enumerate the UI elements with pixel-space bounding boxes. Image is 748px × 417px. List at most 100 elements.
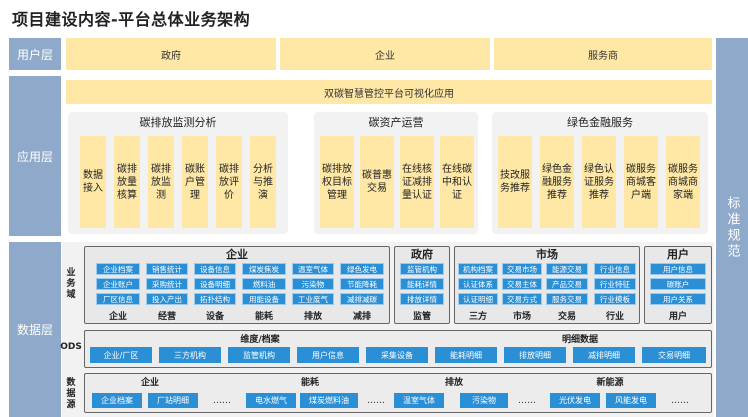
ods-item: 采集设备 xyxy=(366,347,428,363)
domain-tag: 绿色发电 xyxy=(340,263,384,275)
source-more: …… xyxy=(213,395,231,406)
user-government: 政府 xyxy=(66,38,276,70)
domain-tag: 交易市场 xyxy=(502,263,542,275)
domain-label: 业务域 xyxy=(66,267,76,300)
ods-item: 能耗明细 xyxy=(435,347,497,363)
domain-tag: 行业特征 xyxy=(594,278,636,290)
domain-tag: 认证明细 xyxy=(458,293,498,305)
ods-item: 监管机构 xyxy=(228,347,290,363)
domain-tag: 交易方式 xyxy=(502,293,542,305)
standards-label: 标准规范 xyxy=(716,38,748,417)
domain-tag: 用能设备 xyxy=(242,293,286,305)
domain-tag: 用户信息 xyxy=(650,263,706,275)
source-header: 排放 xyxy=(444,378,463,388)
source-item: 光伏发电 xyxy=(550,393,600,408)
data-layer-label: 数据层 xyxy=(9,242,61,417)
domain-tag: 服务交易 xyxy=(546,293,588,305)
domain-sub: 排放 xyxy=(303,311,322,322)
source-label: 数据源 xyxy=(66,377,76,410)
ods-item: 三方机构 xyxy=(159,347,221,363)
ods-detail-title: 明细数据 xyxy=(561,335,598,345)
domain-tag: 销售统计 xyxy=(146,263,188,275)
user-enterprise: 企业 xyxy=(280,38,490,70)
domain-tag: 认证体系 xyxy=(458,278,498,290)
ods-item: 用户信息 xyxy=(297,347,359,363)
source-item: 企业档案 xyxy=(92,393,142,408)
domain-user-title: 用户 xyxy=(667,248,689,261)
ods-item: 减排明细 xyxy=(573,347,635,363)
app-item: 碳普惠交易 xyxy=(360,136,394,228)
ods-label: ODS xyxy=(60,341,82,352)
domain-tag: 煤炭焦炭 xyxy=(242,263,286,275)
app-item: 碳排放量核算 xyxy=(114,136,140,228)
source-item: 污染物 xyxy=(460,393,508,408)
domain-tag: 工业废气 xyxy=(292,293,334,305)
ods-item: 排放明细 xyxy=(504,347,566,363)
panel-green-finance-title: 绿色金融服务 xyxy=(567,116,633,129)
domain-sub: 能耗 xyxy=(254,311,273,322)
app-item: 分析与推演 xyxy=(250,136,276,228)
domain-sub: 设备 xyxy=(205,311,224,322)
app-item: 碳排放监测 xyxy=(148,136,174,228)
domain-sub: 三方 xyxy=(468,311,487,322)
source-item: 温室气体 xyxy=(394,393,444,408)
domain-tag: 产品交易 xyxy=(546,278,588,290)
source-header: 能耗 xyxy=(300,378,319,388)
user-layer-label: 用户层 xyxy=(9,38,61,70)
domain-tag: 污染物 xyxy=(292,278,334,290)
domain-tag: 碳账户 xyxy=(650,278,706,290)
domain-tag: 设备信息 xyxy=(194,263,236,275)
domain-tag: 节能降耗 xyxy=(340,278,384,290)
source-item: 风能发电 xyxy=(606,393,656,408)
domain-sub: 减排 xyxy=(352,311,371,322)
app-item: 在线碳中和认证 xyxy=(440,136,474,228)
source-header: 新能源 xyxy=(596,378,624,388)
domain-tag: 投入产出 xyxy=(146,293,188,305)
source-item: 厂站明细 xyxy=(148,393,198,408)
app-item: 绿色金融服务推荐 xyxy=(540,136,574,228)
domain-enterprise-title: 企业 xyxy=(226,248,248,261)
domain-sub: 经营 xyxy=(157,311,176,322)
app-item: 碳账户管理 xyxy=(182,136,208,228)
domain-tag: 企业档案 xyxy=(96,263,140,275)
domain-tag: 厂区信息 xyxy=(96,293,140,305)
domain-sub: 市场 xyxy=(512,311,531,322)
domain-tag: 机构档案 xyxy=(458,263,498,275)
source-item: 电水燃气 xyxy=(246,393,296,408)
domain-tag: 排放详情 xyxy=(400,293,444,305)
domain-tag: 行业信息 xyxy=(594,263,636,275)
app-item: 绿色认证服务推荐 xyxy=(582,136,616,228)
app-layer-label: 应用层 xyxy=(9,76,61,236)
ods-item: 企业/厂区 xyxy=(90,347,152,363)
app-item: 碳服务商城商家端 xyxy=(666,136,700,228)
panel-carbon-asset-title: 碳资产运营 xyxy=(368,116,424,129)
domain-tag: 能源交易 xyxy=(546,263,588,275)
domain-tag: 设备明细 xyxy=(194,278,236,290)
app-item: 技改服务推荐 xyxy=(498,136,532,228)
domain-sub: 用户 xyxy=(668,311,687,322)
source-more: …… xyxy=(367,395,385,406)
domain-tag: 温室气体 xyxy=(292,263,334,275)
domain-market-title: 市场 xyxy=(536,248,558,261)
app-item: 数据接入 xyxy=(80,136,106,228)
domain-tag: 采购统计 xyxy=(146,278,188,290)
app-item: 在线核证减排量认证 xyxy=(400,136,434,228)
domain-sub: 交易 xyxy=(557,311,576,322)
domain-tag: 拓扑结构 xyxy=(194,293,236,305)
user-service-provider: 服务商 xyxy=(494,38,712,70)
domain-tag: 企业账户 xyxy=(96,278,140,290)
app-item: 碳排放权目标管理 xyxy=(320,136,354,228)
source-more: …… xyxy=(671,395,689,406)
domain-sub: 企业 xyxy=(108,311,127,322)
ods-item: 交易明细 xyxy=(642,347,706,363)
source-header: 企业 xyxy=(140,378,159,388)
domain-tag: 交易主体 xyxy=(502,278,542,290)
domain-tag: 能耗详情 xyxy=(400,278,444,290)
page-title: 项目建设内容-平台总体业务架构 xyxy=(12,10,251,29)
domain-tag: 燃料油 xyxy=(242,278,286,290)
domain-tag: 减排减碳 xyxy=(340,293,384,305)
app-item: 碳服务商城客户端 xyxy=(624,136,658,228)
ods-dim-title: 维度/档案 xyxy=(240,335,280,345)
source-item: 煤炭燃料油 xyxy=(300,393,358,408)
domain-sub: 监管 xyxy=(412,311,431,322)
